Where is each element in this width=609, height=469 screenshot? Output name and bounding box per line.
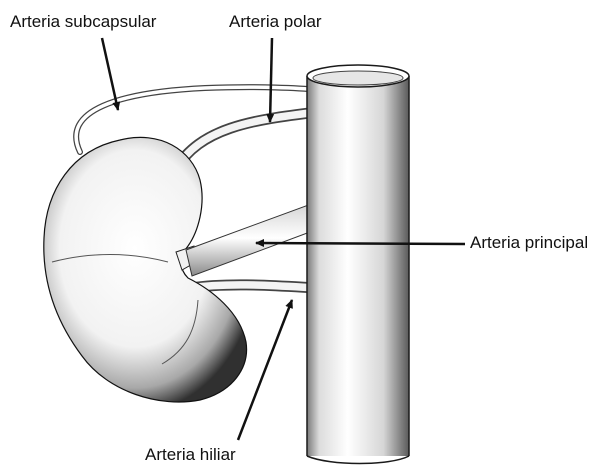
label-arteria-hiliar: Arteria hiliar <box>145 445 236 465</box>
principal-pointer <box>256 243 465 244</box>
label-arteria-subcapsular: Arteria subcapsular <box>10 12 156 32</box>
principal-artery <box>186 200 326 276</box>
label-arteria-principal: Arteria principal <box>470 233 588 253</box>
aorta <box>307 65 409 464</box>
polar-pointer <box>270 38 272 122</box>
kidney <box>44 137 247 402</box>
hiliar-pointer <box>238 300 292 440</box>
label-arteria-polar: Arteria polar <box>229 12 322 32</box>
subcapsular-pointer <box>102 38 118 110</box>
